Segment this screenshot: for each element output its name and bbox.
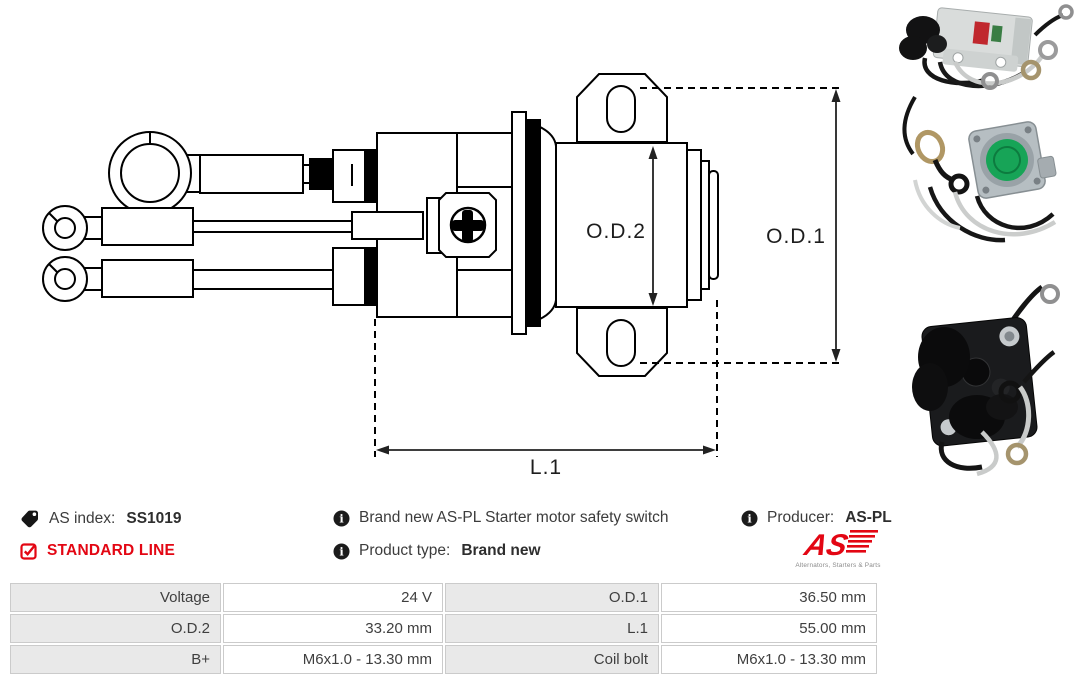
producer-row: i Producer: AS-PL (741, 509, 892, 527)
spec-table: Voltage 24 V O.D.1 36.50 mm O.D.2 33.20 … (10, 583, 877, 674)
svg-text:i: i (339, 511, 344, 525)
info-icon: i (333, 510, 350, 527)
dimension-od2-label: O.D.2 (586, 220, 646, 243)
producer-label: Producer: (767, 509, 835, 526)
standard-line-label: STANDARD LINE (47, 542, 176, 559)
product-description: Brand new AS-PL Starter motor safety swi… (359, 509, 669, 526)
spec-value: 55.00 mm (661, 614, 877, 643)
spec-label: B+ (10, 645, 221, 674)
product-photo-2 (902, 95, 1057, 243)
standard-line-row: STANDARD LINE (20, 542, 175, 560)
logo-stripes (846, 530, 878, 553)
spec-label: O.D.1 (445, 583, 659, 612)
svg-text:i: i (339, 544, 344, 558)
svg-text:i: i (747, 511, 752, 525)
spec-label: Coil bolt (445, 645, 659, 674)
checked-checkbox-icon (20, 542, 38, 560)
producer-value: AS-PL (845, 509, 892, 526)
product-photo-1 (899, 4, 1074, 90)
extension-lines (374, 87, 843, 457)
spec-value: M6x1.0 - 13.30 mm (223, 645, 443, 674)
spec-label: O.D.2 (10, 614, 221, 643)
as-pl-logo: AS Alternators, Starters & Parts (792, 527, 884, 577)
product-type-label: Product type: (359, 542, 451, 559)
spec-value: 36.50 mm (661, 583, 877, 612)
switch-body (511, 111, 719, 335)
logo-as-text: AS (800, 528, 851, 561)
dimension-arrows (376, 89, 841, 455)
phillips-screw (426, 192, 497, 258)
dimension-od1-label: O.D.1 (766, 225, 826, 248)
spec-value: M6x1.0 - 13.30 mm (661, 645, 877, 674)
as-index-value: SS1019 (126, 510, 182, 527)
info-icon: i (333, 543, 350, 560)
mounting-tabs (576, 73, 668, 377)
product-type-row: i Product type: Brand new (333, 542, 541, 560)
logo-tagline: Alternators, Starters & Parts (795, 562, 880, 569)
as-index-label: AS index: (49, 510, 116, 527)
dimension-l1-label: L.1 (530, 456, 562, 479)
product-type-value: Brand new (461, 542, 541, 559)
wires (42, 131, 424, 306)
spec-label: Voltage (10, 583, 221, 612)
spec-value: 33.20 mm (223, 614, 443, 643)
spec-value: 24 V (223, 583, 443, 612)
technical-drawing-svg: O.D.2 O.D.1 L.1 (42, 73, 843, 479)
description-row: i Brand new AS-PL Starter motor safety s… (333, 509, 669, 527)
product-photo-3 (912, 284, 1060, 477)
info-icon: i (741, 510, 758, 527)
as-index-row: AS index: SS1019 (20, 509, 182, 529)
tag-icon (20, 509, 40, 529)
technical-drawing: O.D.2 O.D.1 L.1 (42, 73, 843, 479)
spec-label: L.1 (445, 614, 659, 643)
